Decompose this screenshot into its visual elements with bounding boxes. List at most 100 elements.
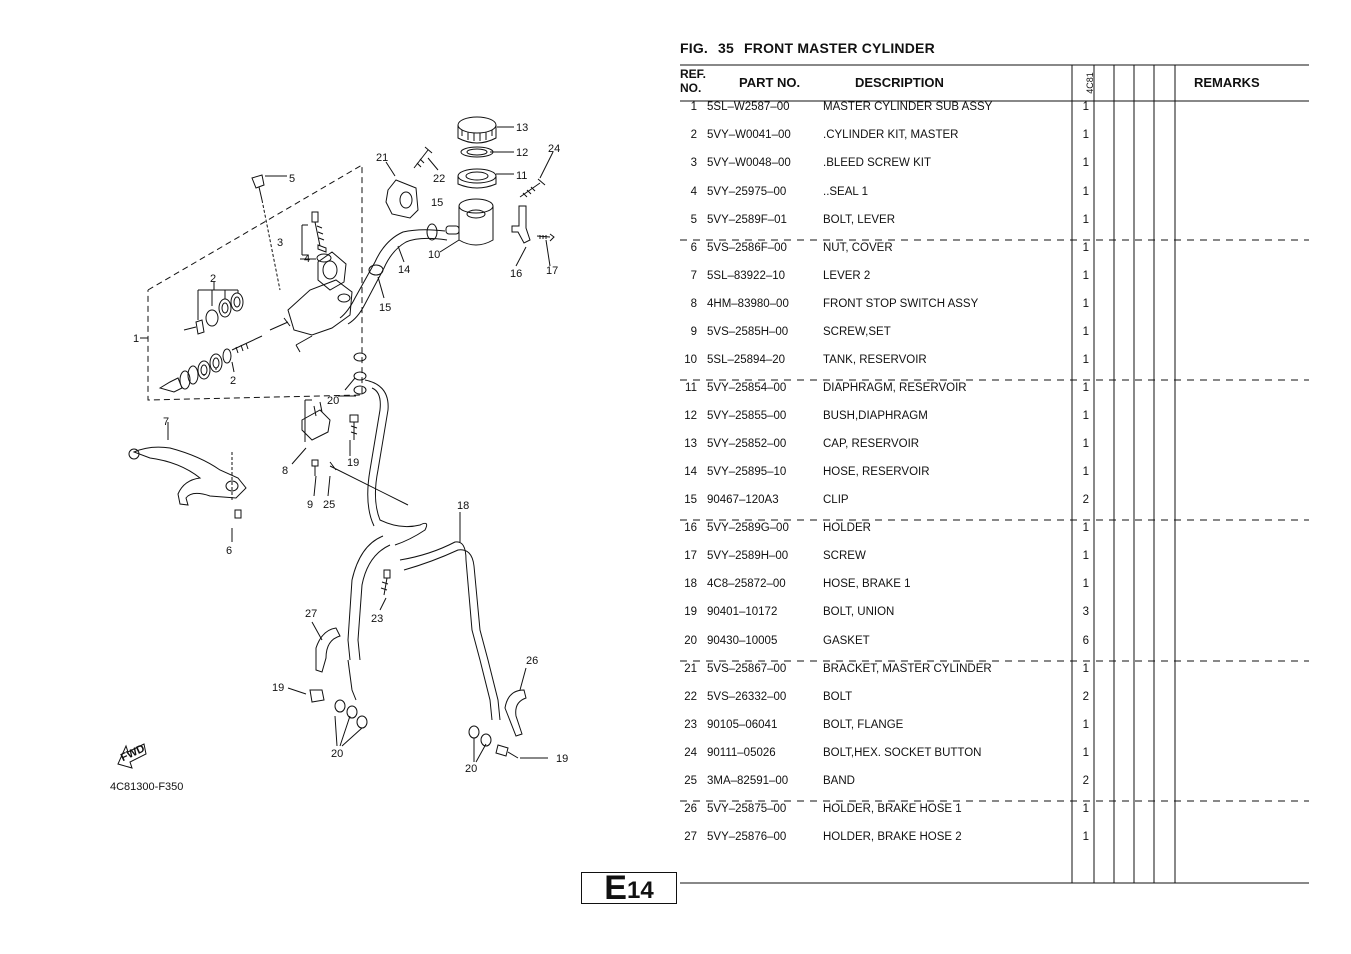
diagram-code: 4C81300-F350 (110, 781, 183, 793)
callout-number: 21 (376, 152, 388, 164)
row-part-no: 90401–10172 (707, 606, 778, 618)
header-remarks: REMARKS (1194, 75, 1260, 90)
row-quantity: 3 (1082, 606, 1089, 618)
row-quantity: 1 (1082, 831, 1089, 843)
row-part-no: 5SL–25894–20 (707, 354, 786, 366)
row-quantity: 6 (1082, 635, 1089, 647)
row-ref-no: 25 (684, 775, 697, 787)
row-ref-no: 2 (690, 129, 697, 141)
row-part-no: 5VY–25855–00 (707, 410, 787, 422)
callout-number: 20 (331, 748, 343, 760)
row-quantity: 1 (1082, 298, 1089, 310)
row-description: CLIP (823, 494, 849, 506)
row-quantity: 1 (1082, 270, 1089, 282)
callout-number: 12 (516, 147, 528, 159)
fig-name: FRONT MASTER CYLINDER (744, 40, 935, 56)
row-quantity: 1 (1082, 803, 1089, 815)
row-part-no: 4C8–25872–00 (707, 578, 786, 590)
row-part-no: 5SL–83922–10 (707, 270, 786, 282)
row-ref-no: 8 (690, 298, 697, 310)
row-ref-no: 3 (690, 157, 697, 169)
row-part-no: 5VY–2589G–00 (707, 522, 789, 534)
row-description: HOLDER (823, 522, 871, 534)
row-ref-no: 23 (684, 719, 697, 731)
row-description: .CYLINDER KIT, MASTER (823, 129, 959, 141)
callout-number: 7 (163, 416, 169, 428)
row-quantity: 1 (1082, 186, 1089, 198)
row-quantity: 1 (1082, 326, 1089, 338)
callout-number: 27 (305, 608, 317, 620)
callout-number: 18 (457, 500, 469, 512)
callout-number: 23 (371, 613, 383, 625)
row-ref-no: 18 (684, 578, 697, 590)
row-ref-no: 20 (684, 635, 697, 647)
header-part-no: PART NO. (739, 75, 801, 90)
row-ref-no: 12 (684, 410, 697, 422)
callout-number: 10 (428, 249, 440, 261)
row-quantity: 1 (1082, 242, 1089, 254)
row-ref-no: 21 (684, 663, 697, 675)
row-part-no: 5VS–2585H–00 (707, 326, 789, 338)
row-quantity: 1 (1082, 578, 1089, 590)
fig-number: 35 (718, 40, 735, 56)
callout-number: 9 (307, 499, 313, 511)
row-description: .BLEED SCREW KIT (823, 157, 931, 169)
header-model-code: 4C81 (1084, 72, 1095, 94)
row-part-no: 5VY–25875–00 (707, 803, 787, 815)
row-part-no: 5VY–25876–00 (707, 831, 787, 843)
callout-number: 2 (230, 375, 236, 387)
header-description: DESCRIPTION (855, 75, 944, 90)
page-number: 14 (626, 877, 654, 904)
callout-number: 19 (272, 682, 284, 694)
row-quantity: 2 (1082, 691, 1089, 703)
header-ref-line2: NO. (680, 81, 702, 95)
row-description: LEVER 2 (823, 270, 871, 282)
row-quantity: 1 (1082, 157, 1089, 169)
row-part-no: 4HM–83980–00 (707, 298, 789, 310)
table-row: 4 5VY–25975–00 ..SEAL 1 1 (680, 186, 1310, 214)
row-description: BOLT (823, 691, 853, 703)
callout-number: 1 (133, 333, 139, 345)
row-ref-no: 13 (684, 438, 697, 450)
row-part-no: 90430–10005 (707, 635, 778, 647)
row-quantity: 1 (1082, 410, 1089, 422)
row-description: BOLT, LEVER (823, 214, 896, 226)
row-ref-no: 27 (684, 831, 697, 843)
row-description: BAND (823, 775, 855, 787)
callout-number: 24 (548, 143, 560, 155)
row-quantity: 1 (1082, 747, 1089, 759)
row-part-no: 5VY–25975–00 (707, 186, 787, 198)
row-description: TANK, RESERVOIR (823, 354, 927, 366)
row-quantity: 1 (1082, 354, 1089, 366)
row-part-no: 5VY–2589F–01 (707, 214, 787, 226)
row-description: BUSH,DIAPHRAGM (823, 410, 928, 422)
row-quantity: 2 (1082, 775, 1089, 787)
row-ref-no: 22 (684, 691, 697, 703)
callout-number: 3 (277, 237, 283, 249)
row-quantity: 2 (1082, 494, 1089, 506)
callout-number: 6 (226, 545, 232, 557)
page-section-letter: E (604, 869, 627, 907)
table-row: 18 4C8–25872–00 HOSE, BRAKE 1 1 (680, 578, 1310, 606)
callout-number: 19 (347, 457, 359, 469)
row-description: HOSE, BRAKE 1 (823, 578, 911, 590)
row-part-no: 90111–05026 (707, 747, 776, 759)
callout-number: 5 (289, 173, 295, 185)
row-ref-no: 4 (690, 186, 697, 198)
row-ref-no: 14 (684, 466, 697, 478)
row-part-no: 5VY–25852–00 (707, 438, 787, 450)
row-description: ..SEAL 1 (823, 186, 868, 198)
callout-number: 15 (431, 197, 443, 209)
row-quantity: 1 (1082, 550, 1089, 562)
